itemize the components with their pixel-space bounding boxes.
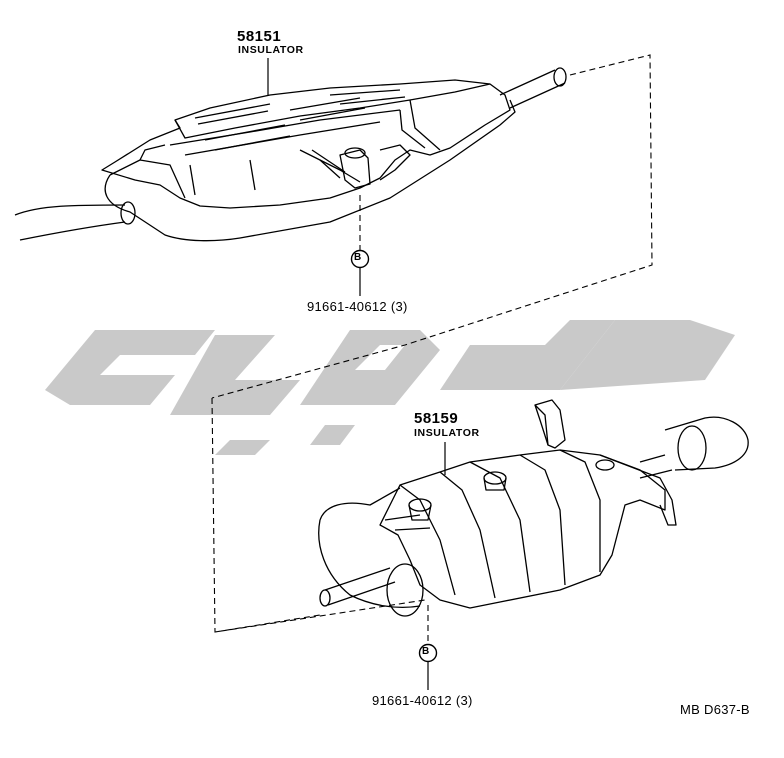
muffler-can bbox=[318, 519, 421, 609]
front-pipe bbox=[14, 204, 126, 241]
top-fastener-qty: (3) bbox=[390, 299, 408, 314]
part-number-58151: 58151 bbox=[237, 28, 282, 45]
part-number-58159: 58159 bbox=[414, 410, 459, 427]
bottom-marker-letter: B bbox=[422, 646, 430, 657]
insulator-58159-assembly bbox=[318, 399, 749, 617]
top-marker-letter: B bbox=[354, 252, 362, 263]
diagram-reference-id: MB D637-B bbox=[680, 702, 750, 717]
bottom-callout-marker-b bbox=[418, 643, 438, 663]
top-exploded-view-outline bbox=[211, 54, 653, 399]
watermark-logo bbox=[45, 320, 735, 455]
insulator-58151-assembly bbox=[14, 67, 567, 242]
bottom-fastener-callout: 91661-40612 (3) bbox=[372, 694, 473, 707]
top-callout-marker-b bbox=[350, 249, 370, 269]
bottom-exploded-view-outline bbox=[211, 397, 429, 645]
insulator-58151-shell bbox=[101, 79, 511, 209]
bottom-fastener-code: 91661-40612 bbox=[372, 693, 452, 708]
top-fastener-code: 91661-40612 bbox=[307, 299, 387, 314]
part-name-insulator-top: INSULATOR bbox=[238, 44, 304, 56]
mounting-bracket bbox=[534, 399, 566, 449]
rear-pipe bbox=[499, 69, 566, 109]
tailpipe bbox=[324, 567, 396, 606]
part-name-insulator-bottom: INSULATOR bbox=[414, 427, 480, 439]
top-fastener-callout: 91661-40612 (3) bbox=[307, 300, 408, 313]
insulator-58159-shell bbox=[379, 449, 666, 609]
bottom-fastener-qty: (3) bbox=[455, 693, 473, 708]
exhaust-tip bbox=[664, 416, 749, 471]
